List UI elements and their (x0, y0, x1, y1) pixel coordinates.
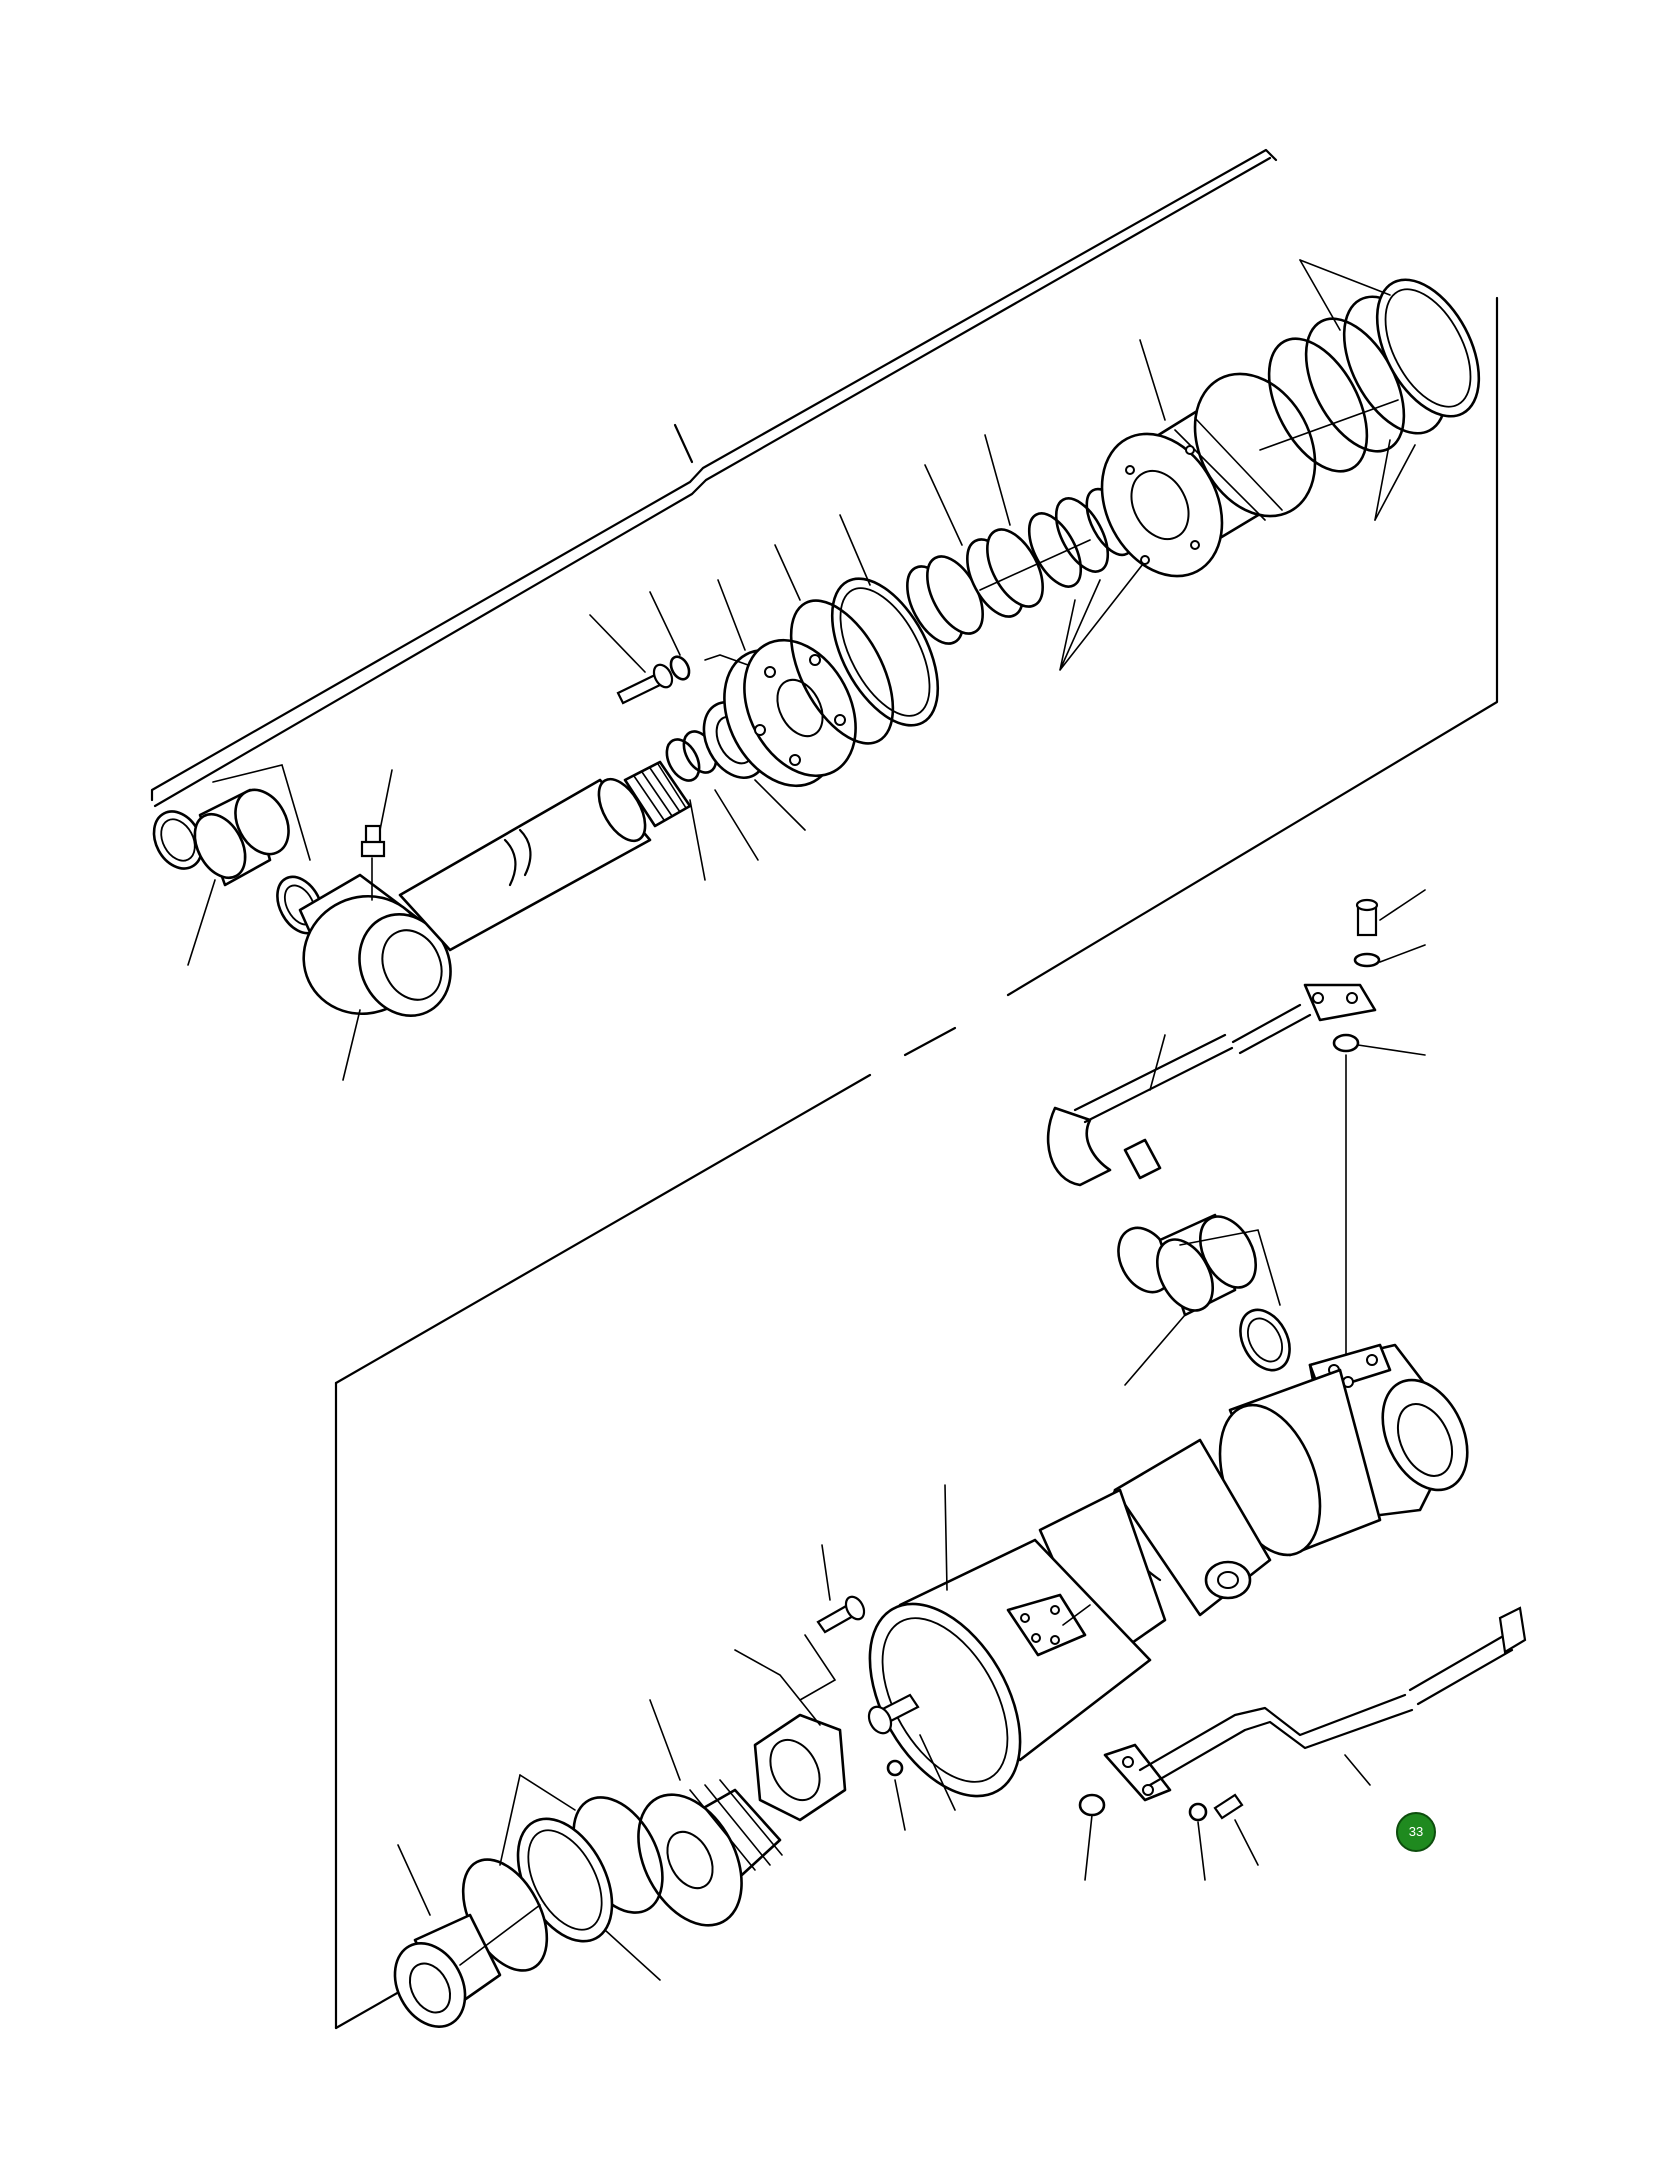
flange-bolt-top (1332, 889, 1426, 1366)
dust-seal-bushing (393, 1844, 541, 2028)
lower-pipe-flange (1103, 1743, 1172, 1802)
gland-nut (734, 1649, 847, 1822)
page-number-badge[interactable]: 33 (1396, 1812, 1436, 1852)
cap-screw-lower (799, 1544, 866, 1701)
lower-pipe (1103, 1606, 1527, 1802)
upper-assembly-bracket (150, 148, 1278, 802)
piston-body (1100, 339, 1317, 578)
rod-eye (298, 873, 452, 1081)
cylinder-body (868, 1484, 1152, 1798)
flange-bolt-bottom (1078, 1793, 1259, 1881)
rod-end-bushing (152, 764, 324, 966)
piston-rod-assembly (152, 259, 1481, 1081)
grease-nipple (360, 769, 393, 901)
lower-frame-top (334, 1073, 872, 1385)
frame-lines (150, 148, 1499, 2030)
piston-seal-rings (774, 514, 940, 745)
body-port-plate (1006, 1593, 1087, 1657)
head-bushing (1117, 1213, 1291, 1386)
cylinder-tube-assembly (393, 889, 1527, 2028)
wear-rings (906, 434, 1151, 671)
right-frame-line (1006, 296, 1499, 997)
pipe-elbow (1123, 1138, 1162, 1180)
rod-guide (637, 1699, 783, 1927)
upper-pipe (1046, 983, 1377, 1187)
cylinder-tube (1038, 1368, 1382, 1667)
cap-screw (589, 591, 691, 705)
piston-rings-right (1267, 259, 1481, 521)
piston-flange (704, 579, 857, 788)
pipe-flange (1303, 983, 1377, 1022)
check-valve (867, 1693, 956, 1831)
piston-rod (398, 760, 692, 952)
